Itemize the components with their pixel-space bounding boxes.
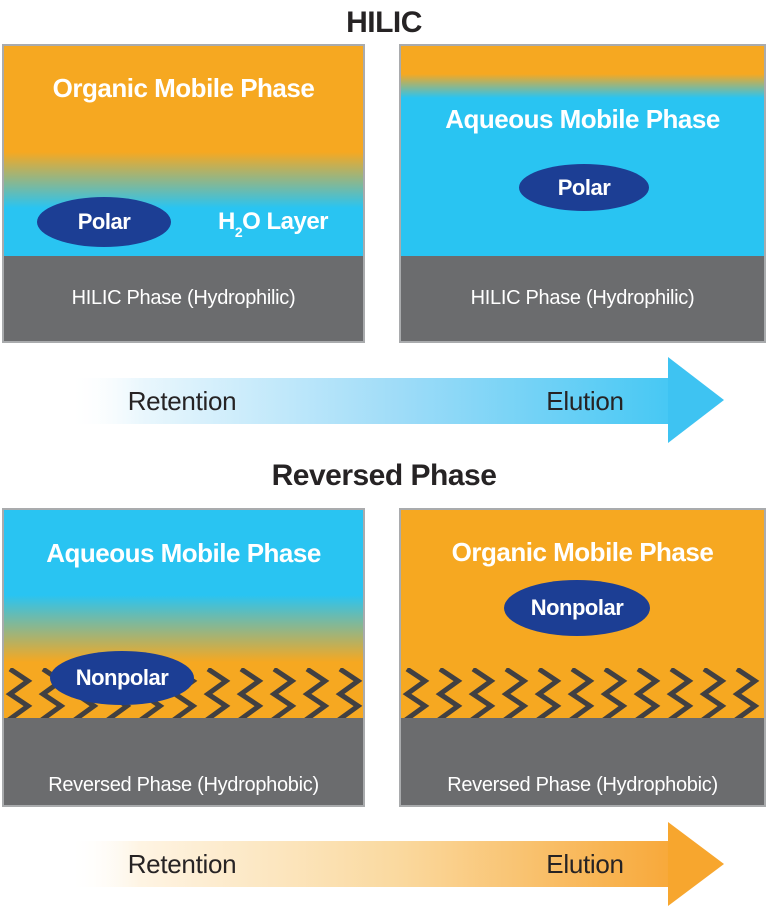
mobile-phase-label: Aqueous Mobile Phase [445,104,720,134]
water-layer-h: H [217,208,235,235]
panel-hilic-elution: Aqueous Mobile Phase Polar HILIC Phase (… [399,44,766,343]
retention-label: Retention [127,849,237,879]
stationary-phase-label: Reversed Phase (Hydrophobic) [447,774,718,796]
polar-analyte-ellipse: Polar [37,197,171,247]
stationary-phase-region: HILIC Phase (Hydrophilic) [4,256,363,341]
retention-elution-arrow-blue [68,357,724,443]
analyte-label: Nonpolar [530,595,624,620]
retention-elution-arrow-orange [68,822,724,906]
mobile-phase-region: Aqueous Mobile Phase Polar [401,46,764,256]
stationary-phase-label: HILIC Phase (Hydrophilic) [71,287,296,309]
retention-label: Retention [127,386,237,416]
panel-reversed-elution: Organic Mobile Phase Nonpolar Reversed P… [399,508,766,807]
stationary-phase-label: Reversed Phase (Hydrophobic) [48,774,319,796]
panel-reversed-retention: Aqueous Mobile Phase Nonpolar Reversed P… [2,508,365,807]
nonpolar-analyte-ellipse: Nonpolar [504,580,650,636]
mobile-phase-label: Aqueous Mobile Phase [46,538,321,568]
hilic-title: HILIC [346,6,422,39]
nonpolar-analyte-ellipse: Nonpolar [50,651,194,705]
stationary-phase-label: HILIC Phase (Hydrophilic) [470,287,695,309]
mobile-phase-label: Organic Mobile Phase [451,537,714,567]
mobile-phase-label: Organic Mobile Phase [52,73,315,103]
reversed-phase-title: Reversed Phase [271,459,497,492]
analyte-label: Polar [557,174,611,200]
analyte-label: Polar [77,209,131,234]
stationary-phase-region: HILIC Phase (Hydrophilic) [401,256,764,341]
stationary-phase-region: Reversed Phase (Hydrophobic) [401,718,764,805]
elution-label: Elution [546,386,624,416]
analyte-label: Nonpolar [75,665,169,690]
stationary-phase-region: Reversed Phase (Hydrophobic) [4,718,363,805]
elution-label: Elution [546,849,624,879]
water-layer-rest: O Layer [242,208,329,235]
water-layer-subscript: 2 [234,224,243,240]
polar-analyte-ellipse: Polar [519,164,649,211]
